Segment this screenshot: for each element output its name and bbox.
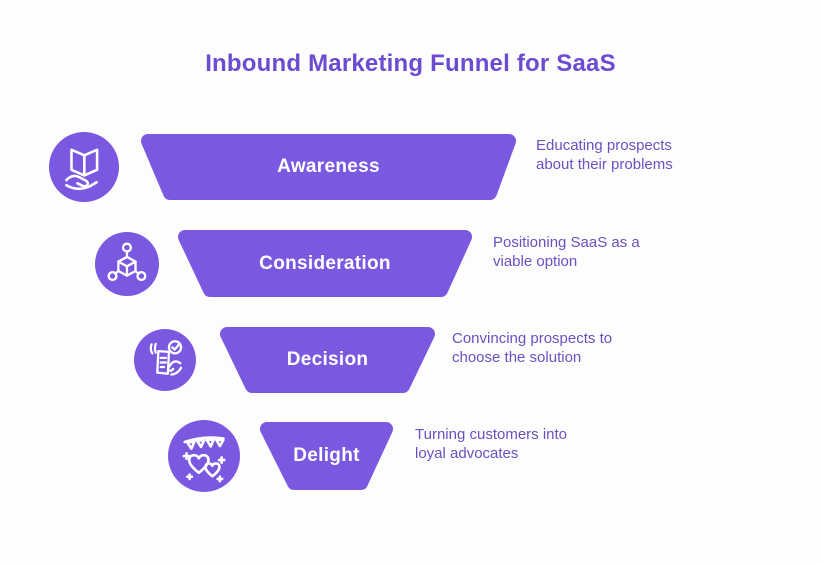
funnel-segment-decision: Decision <box>220 327 435 393</box>
funnel-segment-delight: Delight <box>260 422 393 490</box>
stage-icon-decision <box>134 329 196 391</box>
funnel-segment-awareness: Awareness <box>141 134 516 200</box>
stage-icon-consideration <box>95 232 159 296</box>
stage-description-delight: Turning customers into loyal advocates <box>415 426 568 462</box>
document-check-hands-icon <box>149 339 182 376</box>
page-title: Inbound Marketing Funnel for SaaS <box>205 50 616 77</box>
stage-icon-delight <box>168 420 240 492</box>
stage-description-awareness: Educating prospects about their problems <box>536 137 673 173</box>
stage-label-delight: Delight <box>293 445 360 466</box>
book-in-hand-icon <box>64 148 99 190</box>
stage-description-decision: Convincing prospects to choose the solut… <box>452 330 613 366</box>
stage-label-awareness: Awareness <box>277 156 380 177</box>
stage-label-consideration: Consideration <box>259 252 391 274</box>
cube-nodes-icon <box>107 242 147 282</box>
stage-label-decision: Decision <box>286 349 369 370</box>
stage-icon-awareness <box>49 132 119 202</box>
funnel-segment-consideration: Consideration <box>178 230 472 297</box>
hearts-celebration-icon <box>182 436 226 483</box>
stage-description-consideration: Positioning SaaS as a viable option <box>493 234 640 270</box>
